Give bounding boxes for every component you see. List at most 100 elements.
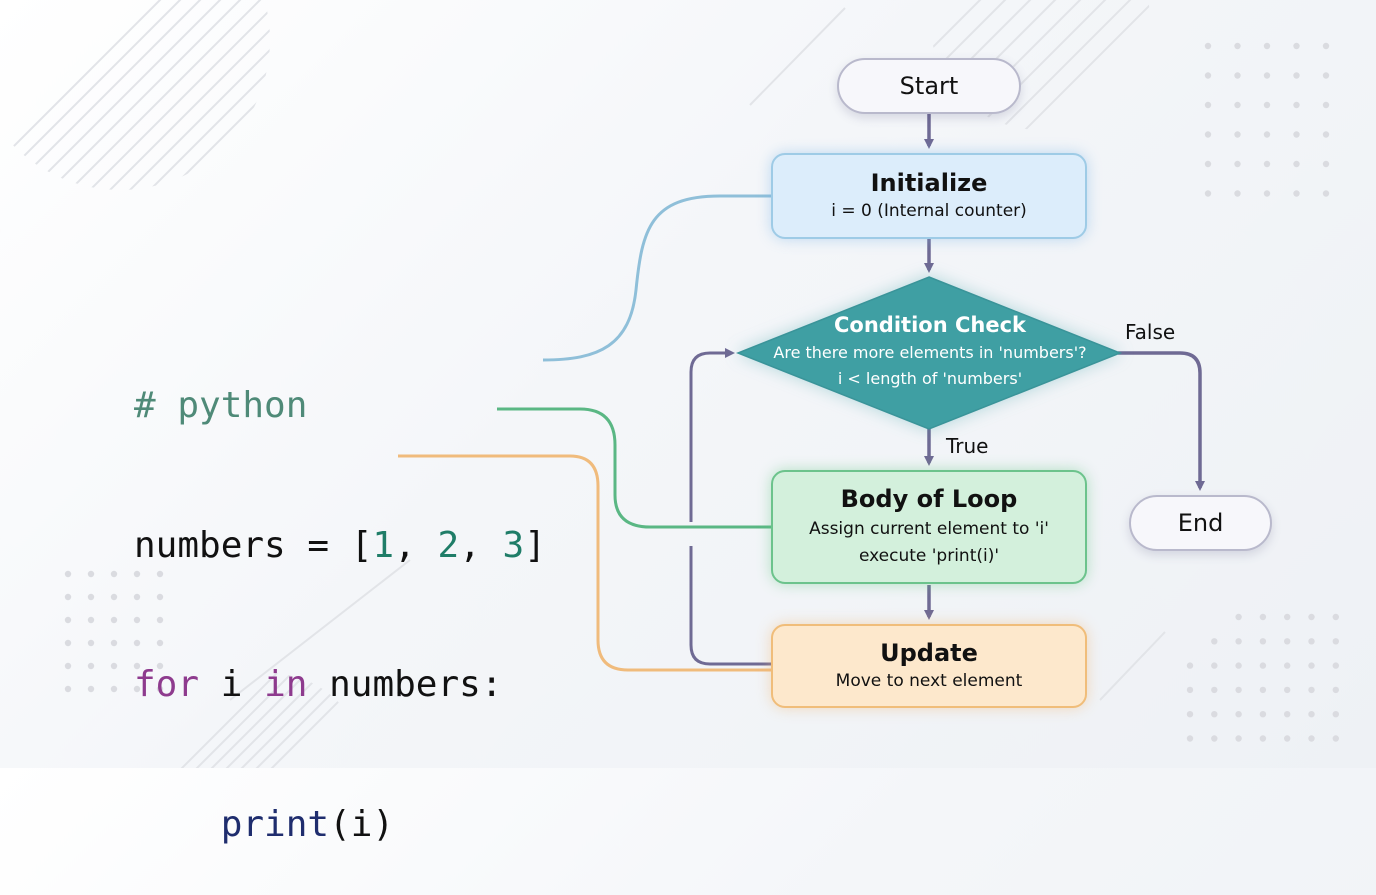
python-code-snippet: # python numbers = [1, 2, 3] for i in nu… <box>134 290 546 895</box>
link-print-to-update <box>398 454 772 672</box>
decorative-dot <box>64 570 72 578</box>
decorative-dot <box>1263 42 1271 50</box>
decorative-dot <box>64 662 72 670</box>
decorative-dot <box>110 662 118 670</box>
decorative-dot <box>156 639 164 647</box>
decorative-dot <box>110 570 118 578</box>
decorative-dot <box>1234 190 1241 197</box>
decorative-dot <box>1211 686 1218 694</box>
update-subtitle: Move to next element <box>835 670 1023 691</box>
decorative-dot <box>64 616 72 624</box>
decorative-dot <box>64 685 72 693</box>
decorative-dot <box>1234 42 1241 50</box>
decorative-dot <box>110 639 118 647</box>
decorative-dot <box>1211 735 1218 742</box>
decorative-dot <box>1284 686 1291 694</box>
decorative-dot <box>156 662 164 670</box>
background-decoration <box>0 0 1340 768</box>
decorative-dot <box>1308 735 1315 742</box>
decorative-dot <box>1322 42 1330 50</box>
decorative-dot <box>1284 613 1291 621</box>
decorative-dot <box>133 570 141 578</box>
decorative-dot <box>87 570 95 578</box>
decorative-dot <box>1284 638 1291 645</box>
decorative-dot <box>1263 190 1271 197</box>
decorative-dot <box>1322 160 1330 168</box>
decorative-dot <box>156 570 164 578</box>
decorative-dot <box>1293 131 1300 138</box>
connector-layer <box>398 114 1205 672</box>
decorative-dot <box>1259 711 1267 718</box>
decorative-dot <box>110 616 118 624</box>
body-line2: execute 'print(i)' <box>858 546 1000 566</box>
decorative-dot <box>1211 662 1218 669</box>
decorative-dot <box>1284 662 1291 669</box>
decorative-dot <box>1211 638 1218 645</box>
start-node: Start <box>837 58 1021 114</box>
decorative-dot <box>110 593 118 601</box>
decorative-dot <box>1322 101 1330 109</box>
decorative-dot <box>1293 42 1300 50</box>
decorative-dot <box>1263 101 1271 109</box>
decorative-dot <box>1235 735 1242 742</box>
decorative-dot <box>1284 711 1291 718</box>
decorative-dot <box>1235 686 1242 694</box>
initialize-title: Initialize <box>870 168 988 197</box>
code-line-assignment: numbers = [1, 2, 3] <box>134 524 546 566</box>
false-label: False <box>1125 320 1176 344</box>
decorative-dot <box>1293 72 1300 79</box>
decorative-dot <box>1293 190 1300 197</box>
decorative-dot <box>1204 101 1212 109</box>
initialize-subtitle: i = 0 (Internal counter) <box>831 200 1027 221</box>
code-line-for-loop: for i in numbers: <box>134 664 503 705</box>
link-for-to-body <box>497 407 772 529</box>
decorative-dot <box>1204 190 1212 197</box>
decorative-dot <box>133 616 141 624</box>
decorative-dot <box>1263 72 1271 79</box>
decorative-dot <box>1235 662 1242 669</box>
body-of-loop-node: Body of Loop Assign current element to '… <box>771 470 1087 584</box>
decorative-dot <box>1259 735 1267 742</box>
decorative-dot <box>1186 686 1194 694</box>
update-node: Update Move to next element <box>771 624 1087 708</box>
decorative-dot <box>1235 638 1242 645</box>
decorative-dot <box>1293 160 1300 168</box>
update-title: Update <box>880 638 978 667</box>
dot-grid-bottom-left <box>64 570 164 693</box>
decorative-dot <box>1186 735 1194 742</box>
decorative-dot <box>1332 662 1340 669</box>
decorative-dot <box>1259 613 1267 621</box>
decorative-dot <box>133 685 141 693</box>
decorative-dot <box>64 639 72 647</box>
decorative-dot <box>1259 638 1267 645</box>
initialize-node: Initialize i = 0 (Internal counter) <box>771 153 1087 239</box>
decorative-dot <box>1308 711 1315 718</box>
decorative-dot <box>1308 662 1315 669</box>
body-line1: Assign current element to 'i' <box>809 519 1049 539</box>
decorative-dot <box>1186 662 1194 669</box>
decorative-dot <box>1332 613 1340 621</box>
decorative-dot <box>1284 735 1291 742</box>
decorative-dot <box>87 616 95 624</box>
decorative-dot <box>1234 101 1241 109</box>
decorative-dot <box>156 685 164 693</box>
decorative-dot <box>87 593 95 601</box>
decorative-dot <box>87 662 95 670</box>
decorative-dot <box>133 593 141 601</box>
diagonal-hatch-top-left <box>0 0 270 190</box>
decorative-dot <box>1308 638 1315 645</box>
decorative-dot <box>1322 131 1330 138</box>
decorative-dot <box>156 616 164 624</box>
decorative-dot <box>1234 72 1241 79</box>
condition-line1: Are there more elements in 'numbers'? <box>773 343 1087 362</box>
decorative-dot <box>133 639 141 647</box>
decorative-dot <box>1259 662 1267 669</box>
decorative-dot <box>133 662 141 670</box>
decorative-dot <box>64 593 72 601</box>
decorative-dot <box>1204 160 1212 168</box>
decorative-dot <box>1234 160 1241 168</box>
decorative-dot <box>1204 131 1212 138</box>
decorative-dot <box>1235 711 1242 718</box>
decorative-dot <box>1259 686 1267 694</box>
decorative-dot <box>1322 190 1330 197</box>
